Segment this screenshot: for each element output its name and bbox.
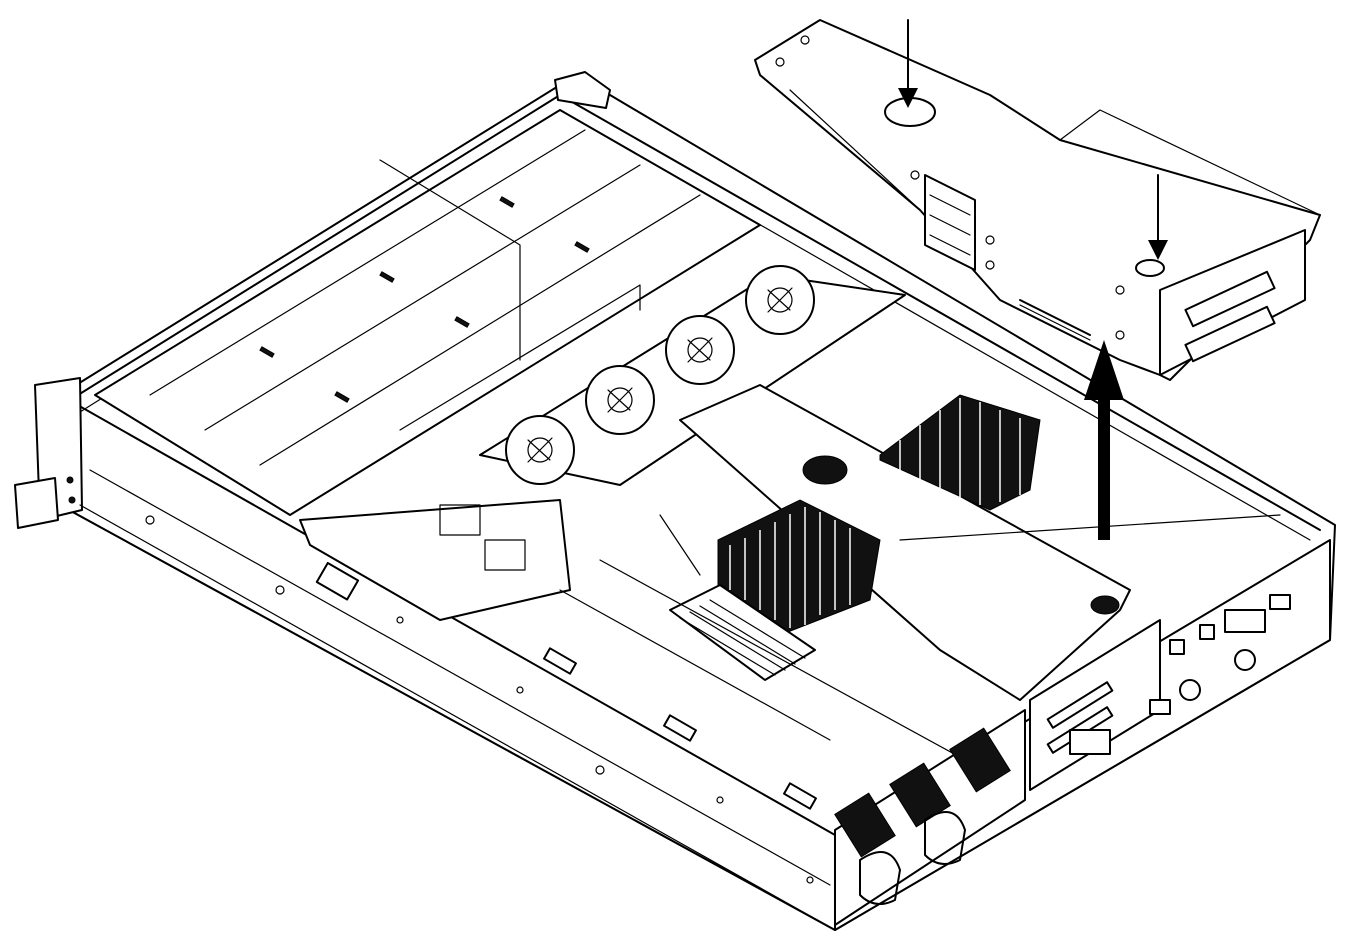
drive-rail — [259, 194, 701, 466]
fan-3 — [665, 315, 735, 385]
power-supplies — [834, 709, 1026, 926]
drive-divider — [379, 159, 521, 361]
drive-rail — [204, 164, 641, 431]
psu-bay — [299, 499, 571, 621]
shroud-latch — [1090, 595, 1120, 615]
vga-port — [1069, 729, 1111, 755]
memory-modules — [669, 584, 816, 681]
riser-pcie-slot — [1184, 270, 1276, 328]
rear-tab — [554, 71, 611, 109]
rear-button — [1234, 649, 1256, 671]
side-slot — [663, 714, 697, 742]
pcie-slot — [1046, 681, 1114, 729]
network-port — [1224, 609, 1266, 633]
side-slot — [783, 782, 817, 810]
side-slot — [543, 647, 577, 675]
riser-top-edge — [1059, 109, 1321, 216]
fan-2 — [585, 365, 655, 435]
psu-connector — [439, 504, 481, 536]
lift-arrow — [1084, 340, 1124, 540]
drive-divider — [399, 284, 641, 431]
fan-1 — [505, 415, 575, 485]
riser-holes — [775, 35, 1125, 340]
drive-rail — [149, 129, 586, 396]
rear-io-panel — [1029, 594, 1291, 791]
drive-bay-cover — [94, 109, 761, 516]
shroud-handle — [802, 455, 848, 485]
fan-row — [479, 265, 906, 486]
side-holes — [145, 515, 814, 884]
riser-edge — [789, 89, 921, 211]
shroud-edge — [659, 514, 701, 576]
side-bottom-edge — [79, 504, 836, 931]
fan-4 — [745, 265, 815, 335]
touch-point-right — [1135, 259, 1165, 277]
serial-port — [1269, 594, 1291, 610]
psu-connector — [484, 539, 526, 571]
usb-port — [1199, 624, 1215, 640]
psu-cage — [299, 499, 571, 621]
usb-port — [1169, 639, 1185, 655]
drive-bay-marks — [259, 196, 590, 403]
heatsink-2 — [879, 394, 1041, 511]
press-arrow-right — [1148, 174, 1168, 260]
drive-bay — [94, 109, 761, 516]
riser-edge-connector — [1019, 304, 1091, 341]
board-edge — [559, 589, 831, 741]
riser-slots — [924, 174, 976, 271]
rear-button — [1179, 679, 1201, 701]
board-edge — [899, 514, 1281, 541]
psu-handle-left — [859, 851, 901, 905]
psu-handle-right — [924, 811, 966, 865]
board-edge — [599, 559, 1021, 791]
motherboard — [559, 514, 1281, 791]
air-shroud — [659, 384, 1131, 701]
heatsink-1 — [717, 499, 881, 636]
usb-port — [1149, 699, 1171, 715]
front-handle — [14, 477, 59, 529]
riser-pcie-slot — [1184, 305, 1276, 363]
shroud-top — [679, 384, 1131, 701]
side-latch — [315, 561, 360, 601]
screw-hole — [68, 496, 76, 504]
press-arrow-left — [898, 19, 918, 108]
riser-edge-connector — [1019, 299, 1091, 336]
side-line — [89, 469, 831, 886]
screw-hole — [66, 476, 74, 484]
riser-cage — [754, 19, 1321, 381]
